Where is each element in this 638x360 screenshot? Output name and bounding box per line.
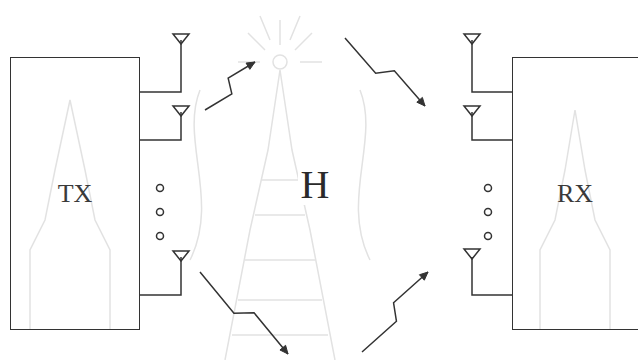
box-label: RX — [557, 179, 593, 209]
arrow-head — [280, 345, 288, 354]
box-label: TX — [58, 179, 93, 209]
watermark — [30, 16, 610, 360]
channel-matrix-label: H — [298, 165, 333, 205]
arrow-head — [246, 62, 255, 69]
receiver-box: RX — [512, 57, 638, 330]
lightning-link — [140, 272, 512, 354]
lightning-link — [140, 38, 512, 117]
wireless-link — [140, 272, 512, 354]
arrow-head — [417, 97, 425, 106]
rx-antenna-array — [464, 34, 512, 295]
wireless-link — [140, 38, 512, 117]
transmitter-box: TX — [10, 57, 140, 330]
tx-antenna-array — [140, 34, 189, 295]
arrow-head — [419, 272, 428, 280]
